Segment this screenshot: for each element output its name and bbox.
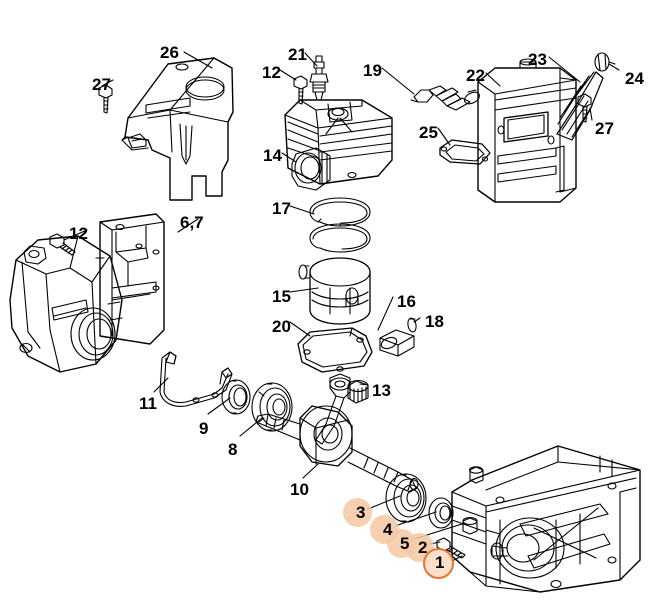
part-24-cap-washer xyxy=(594,52,616,72)
part-12-screw-left xyxy=(49,233,76,256)
part-20-cylinder-gasket xyxy=(297,327,373,373)
callout-27-right[interactable]: 27 xyxy=(595,119,614,138)
callout-8[interactable]: 8 xyxy=(228,440,238,459)
callout-3[interactable]: 3 xyxy=(356,503,366,522)
highlight-3 xyxy=(343,498,372,527)
callout-9[interactable]: 9 xyxy=(199,419,209,438)
part-25-muffler-gasket xyxy=(439,139,491,165)
part-1-crankcase-right xyxy=(451,445,641,593)
callout-18[interactable]: 18 xyxy=(425,312,444,331)
part-5-dowel-pin xyxy=(462,516,478,535)
part-13-needle-cage xyxy=(347,379,369,404)
part-11-wire-bracket xyxy=(159,351,233,407)
highlight-1-selected[interactable] xyxy=(423,548,454,579)
part-27-screw-right xyxy=(577,93,592,123)
callout-4[interactable]: 4 xyxy=(383,520,393,539)
callout-12-top[interactable]: 12 xyxy=(262,63,281,82)
part-6-7-crankcase-left xyxy=(9,213,165,373)
part-9-oil-seal xyxy=(221,379,251,415)
callout-10[interactable]: 10 xyxy=(290,480,309,499)
callout-6-7[interactable]: 6,7 xyxy=(180,213,204,232)
callout-11[interactable]: 11 xyxy=(139,394,157,413)
part-10-crankshaft xyxy=(255,373,419,493)
callout-24[interactable]: 24 xyxy=(625,69,644,88)
callout-25[interactable]: 25 xyxy=(419,123,438,142)
callout-14[interactable]: 14 xyxy=(263,146,282,165)
callout-12-left[interactable]: 12 xyxy=(69,224,88,243)
part-15-piston xyxy=(298,257,371,325)
callout-19[interactable]: 19 xyxy=(363,61,382,80)
part-4-oil-seal xyxy=(428,497,454,529)
part-22-muffler xyxy=(477,58,577,203)
callout-20[interactable]: 20 xyxy=(272,317,291,336)
callout-5[interactable]: 5 xyxy=(400,534,410,553)
callout-27-left[interactable]: 27 xyxy=(92,75,111,94)
part-16-piston-pin xyxy=(379,329,415,357)
part-8-ball-bearing xyxy=(251,382,293,432)
callout-2[interactable]: 2 xyxy=(418,538,428,557)
callout-15[interactable]: 15 xyxy=(272,287,291,306)
callout-21[interactable]: 21 xyxy=(288,45,307,64)
part-17-piston-rings xyxy=(309,197,371,253)
callout-26[interactable]: 26 xyxy=(160,43,179,62)
part-26-shroud xyxy=(121,57,234,201)
part-2-screw xyxy=(436,537,466,559)
callout-23[interactable]: 23 xyxy=(528,50,547,69)
callout-16[interactable]: 16 xyxy=(397,292,416,311)
callout-1[interactable]: 1 xyxy=(435,553,445,572)
part-27-screw-left xyxy=(98,84,113,114)
callout-22[interactable]: 22 xyxy=(466,66,485,85)
callout-17[interactable]: 17 xyxy=(272,199,291,218)
callout-13[interactable]: 13 xyxy=(372,381,391,400)
part-18-circlip xyxy=(407,317,417,333)
part-14-cylinder xyxy=(284,99,393,191)
part-3-ball-bearing xyxy=(385,473,427,523)
leader-lines xyxy=(63,51,620,563)
part-5-dowel-pin-upper xyxy=(468,466,484,484)
part-19-spark-plug xyxy=(410,85,480,111)
